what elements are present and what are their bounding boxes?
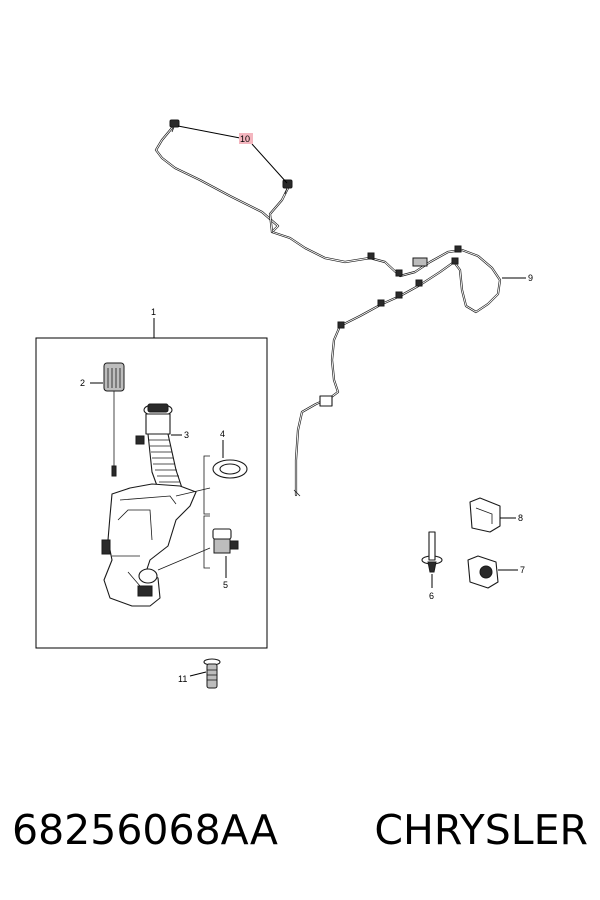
hose-clip [337, 321, 345, 329]
level-sensor: 2 [80, 362, 125, 477]
footer: 68256068AA CHRYSLER [0, 800, 600, 860]
callout-1-label: 1 [151, 307, 156, 317]
inlet-filter: 11 [178, 658, 221, 689]
callout-11-label: 11 [178, 674, 187, 684]
callout-10-label: 10 [240, 134, 250, 144]
washer-reservoir [101, 483, 211, 607]
callout-3-label: 3 [184, 430, 189, 440]
grommet: 4 [203, 429, 248, 515]
hose-clip [451, 257, 459, 265]
filler-neck: 3 [135, 403, 189, 495]
callout-5-label: 5 [223, 580, 228, 590]
hose-connector [319, 395, 333, 407]
callout-10-highlight [239, 133, 253, 144]
hose-clip [412, 257, 428, 267]
callout-2-label: 2 [80, 378, 85, 388]
hose-retainer-clip: 8 [469, 497, 523, 533]
mounting-clip: 7 [467, 555, 525, 589]
reservoir-assembly-box: 1 [35, 307, 268, 649]
hose-clip [395, 269, 403, 277]
hose-clip [377, 299, 385, 307]
hose-clip [415, 279, 423, 287]
hose-clip [367, 252, 375, 260]
washer-nozzle-left [169, 119, 180, 133]
washer-nozzle-right [282, 179, 293, 195]
callout-8-label: 8 [518, 513, 523, 523]
washer-hose-assembly [154, 119, 502, 497]
callout-10: 10 [177, 125, 288, 184]
callout-7-label: 7 [520, 565, 525, 575]
callout-9-label: 9 [528, 273, 533, 283]
hose-clip [395, 291, 403, 299]
callout-6-label: 6 [429, 591, 434, 601]
hose-clip [454, 245, 462, 253]
washer-pump: 5 [203, 515, 239, 590]
part-number: 68256068AA [12, 806, 278, 854]
callout-9: 9 [502, 273, 533, 283]
brand-name: CHRYSLER [374, 806, 588, 854]
push-pin: 6 [421, 531, 443, 601]
callout-4-label: 4 [220, 429, 225, 439]
